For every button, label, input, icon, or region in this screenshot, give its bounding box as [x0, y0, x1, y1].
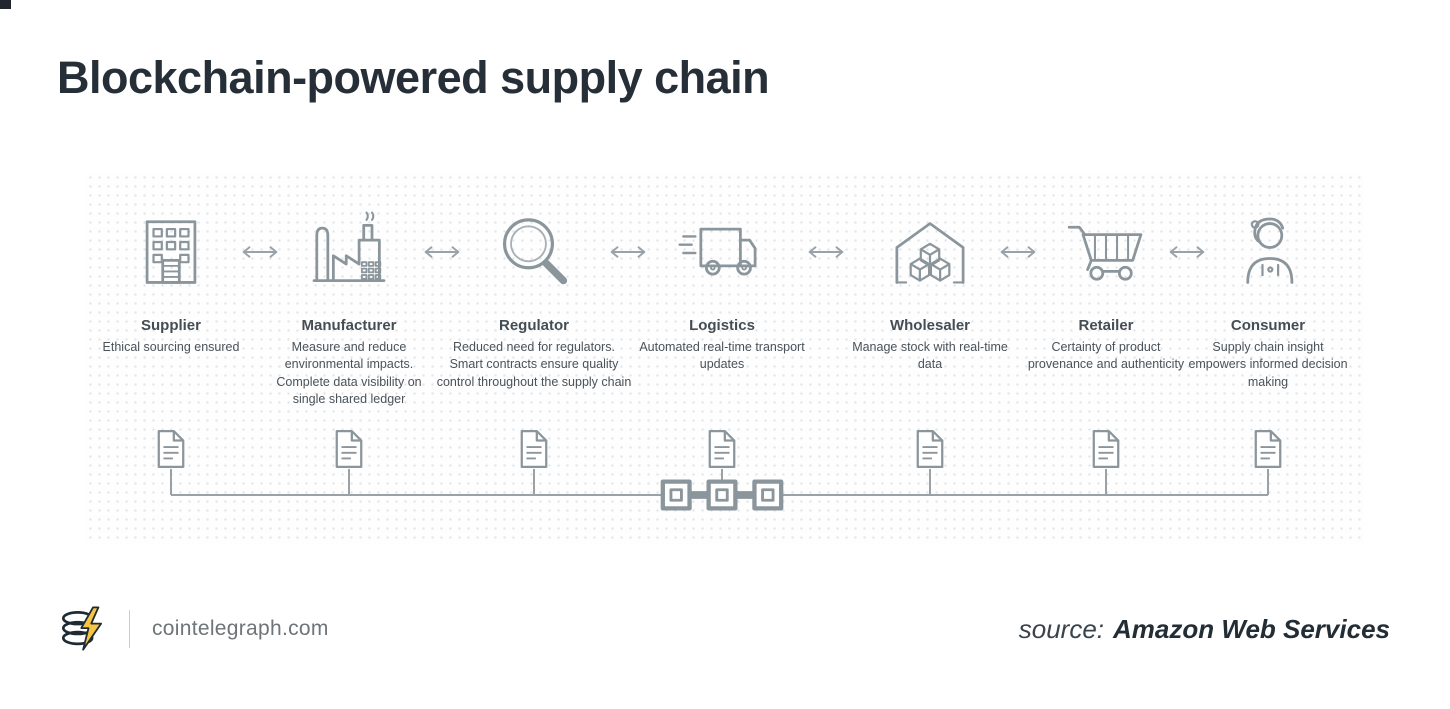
footer-divider: [129, 610, 130, 648]
supplier-building-icon: [96, 201, 246, 305]
double-arrow-icon: [1164, 245, 1210, 259]
double-arrow-icon: [419, 245, 465, 259]
document-connector-line: [1105, 469, 1107, 495]
stage-name: Supplier: [140, 317, 201, 334]
document-icon: [914, 429, 946, 469]
document-icon: [518, 429, 550, 469]
stage-name: Wholesaler: [889, 317, 971, 334]
double-arrow-icon: [237, 245, 283, 259]
double-arrow-icon: [995, 245, 1041, 259]
document-connector-line: [929, 469, 931, 495]
source-credit: source: Amazon Web Services: [1019, 614, 1390, 645]
logistics-truck-icon: [634, 201, 810, 305]
source-name: Amazon Web Services: [1113, 613, 1390, 644]
document-icon: [1090, 429, 1122, 469]
stage-description: Manage stock with real-time data: [852, 340, 1008, 372]
stage-description: Ethical sourcing ensured: [102, 340, 240, 354]
footer: cointelegraph.com source: Amazon Web Serv…: [57, 598, 1390, 660]
document-connector-line: [533, 469, 535, 495]
source-label: source:: [1018, 613, 1105, 644]
double-arrow-icon: [803, 245, 849, 259]
corner-mark: [0, 0, 11, 9]
document-connector-line: [170, 469, 172, 495]
manufacturer-factory-icon: [263, 201, 435, 305]
stage-description: Automated real-time transport updates: [639, 340, 805, 372]
retailer-cart-icon: [1021, 201, 1191, 305]
cointelegraph-logo: [57, 602, 111, 656]
double-arrow-icon: [605, 245, 651, 259]
document-icon: [155, 429, 187, 469]
blockchain-chain-icon: [659, 473, 785, 517]
stage-description: Reduced need for regulators. Smart contr…: [436, 340, 632, 389]
page-title: Blockchain-powered supply chain: [57, 52, 770, 103]
document-icon: [706, 429, 738, 469]
consumer-person-icon: [1184, 201, 1352, 305]
stage-name: Logistics: [689, 317, 755, 334]
stage-name: Manufacturer: [301, 317, 397, 334]
document-icon: [333, 429, 365, 469]
stage-description: Measure and reduce environmental impacts…: [276, 340, 422, 406]
regulator-magnifier-icon: [436, 201, 632, 305]
stage-description: Supply chain insight empowers informed d…: [1188, 340, 1348, 389]
document-icon: [1252, 429, 1284, 469]
stage-name: Retailer: [1078, 317, 1134, 334]
document-connector-line: [348, 469, 350, 495]
stage-description: Certainty of product provenance and auth…: [1027, 340, 1185, 372]
document-connector-line: [1267, 469, 1269, 495]
stage-name: Regulator: [498, 317, 569, 334]
wholesaler-warehouse-icon: [845, 201, 1015, 305]
site-name: cointelegraph.com: [152, 617, 329, 640]
stage-name: Consumer: [1230, 317, 1306, 334]
